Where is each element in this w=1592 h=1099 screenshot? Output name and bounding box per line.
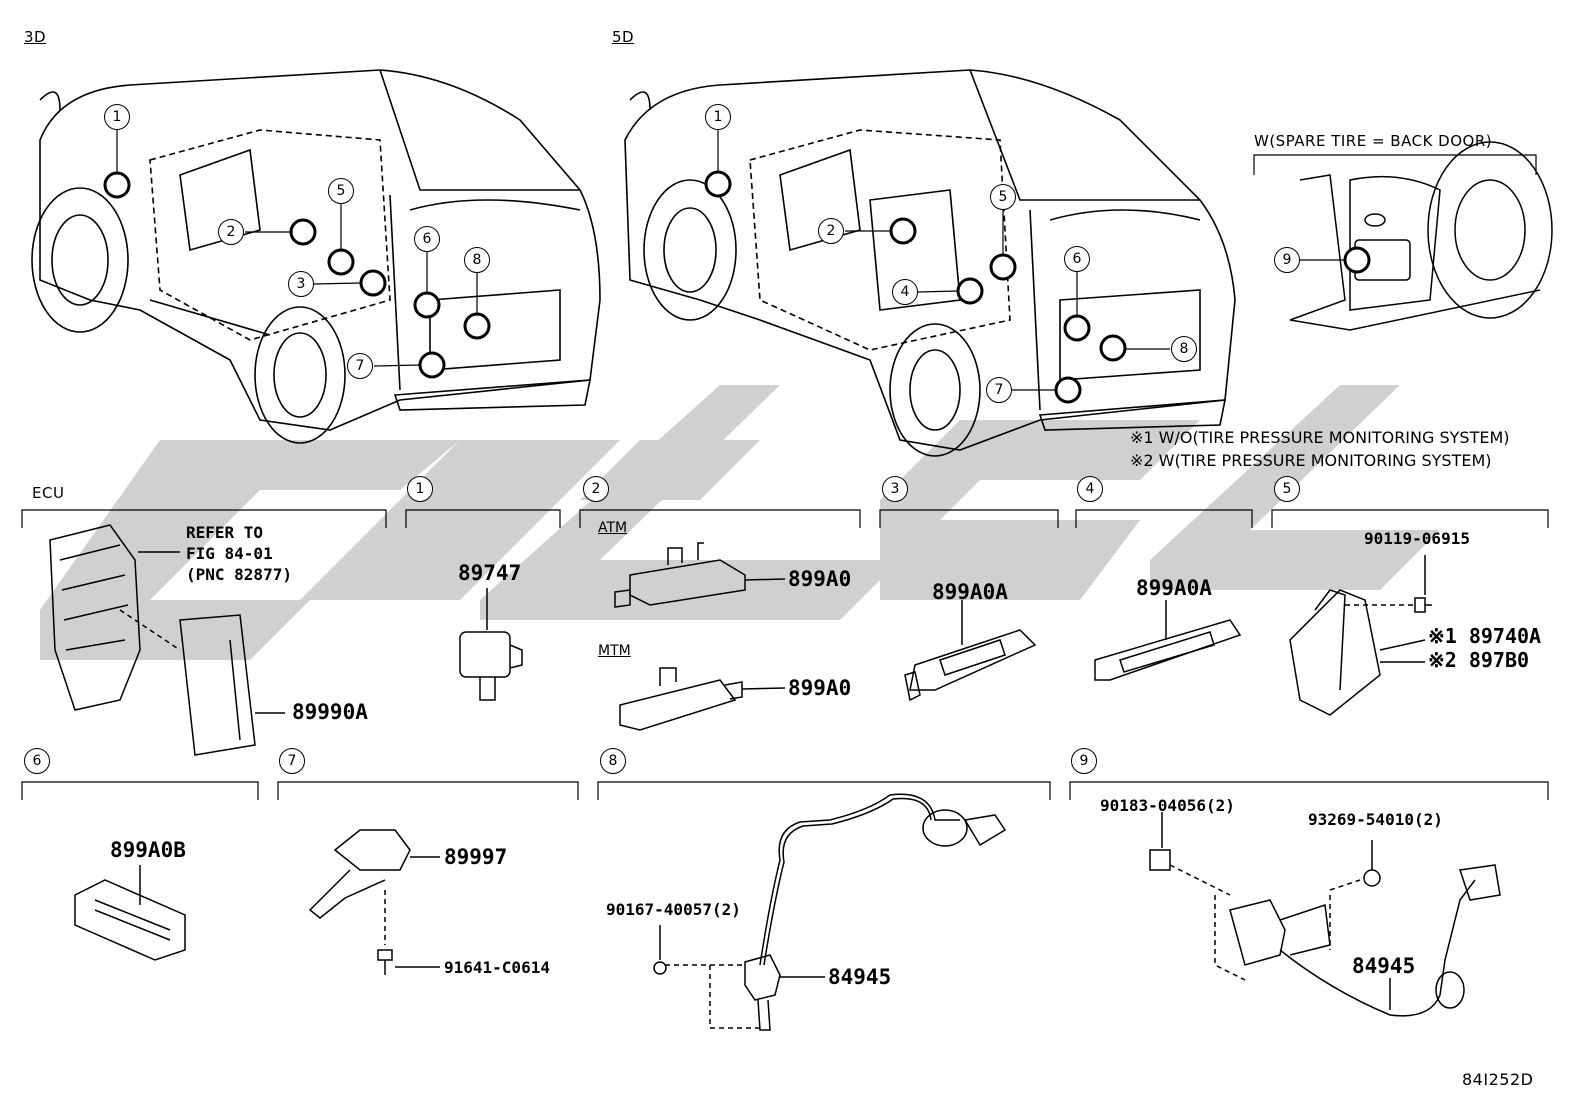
part-899a0-atm-label: 899A0 bbox=[788, 567, 852, 591]
section-3-number: 3 bbox=[882, 476, 908, 502]
ecu-header: ECU bbox=[32, 484, 65, 502]
callout-9-spare: 9 bbox=[1274, 247, 1300, 273]
location-markers bbox=[103, 170, 1371, 404]
ecu-bracket-drawing bbox=[49, 524, 285, 756]
callout-6-3d: 6 bbox=[414, 226, 440, 252]
part-89747-drawing bbox=[459, 588, 523, 701]
nut-90183-04056-label: 90183-04056(2) bbox=[1100, 796, 1235, 815]
note-1: ※1 W/O(TIRE PRESSURE MONITORING SYSTEM) bbox=[1130, 428, 1510, 447]
callout-8-5d: 8 bbox=[1171, 336, 1197, 362]
callout-leaders bbox=[116, 128, 1345, 391]
part-89740a-label: ※1 89740A bbox=[1428, 624, 1542, 648]
bolt-90119-06915-label: 90119-06915 bbox=[1364, 529, 1470, 548]
bolt-91641-c0614-label: 91641-C0614 bbox=[444, 958, 550, 977]
callout-4-5d: 4 bbox=[892, 279, 918, 305]
section-2-number: 2 bbox=[583, 476, 609, 502]
part-899a0a-4-label: 899A0A bbox=[1136, 576, 1212, 600]
section-1-number: 1 bbox=[407, 476, 433, 502]
callout-5-3d: 5 bbox=[328, 178, 354, 204]
callout-8-3d: 8 bbox=[464, 247, 490, 273]
clip-90167-40057-label: 90167-40057(2) bbox=[606, 900, 741, 919]
part-899a0-drawing bbox=[614, 542, 786, 731]
part-899a0a-3-label: 899A0A bbox=[932, 580, 1008, 604]
note-2: ※2 W(TIRE PRESSURE MONITORING SYSTEM) bbox=[1130, 451, 1492, 470]
section-9-number: 9 bbox=[1071, 748, 1097, 774]
callout-7-3d: 7 bbox=[347, 353, 373, 379]
ecu-refer-line-3: (PNC 82877) bbox=[186, 565, 292, 584]
spare-tire-view-drawing bbox=[1289, 141, 1553, 331]
callout-6-5d: 6 bbox=[1064, 246, 1090, 272]
watermark-logo bbox=[40, 385, 1440, 660]
part-899a0-mtm-label: 899A0 bbox=[788, 676, 852, 700]
part-84945-8-label: 84945 bbox=[828, 965, 892, 989]
ecu-refer-line-1: REFER TO bbox=[186, 523, 264, 542]
part-84945-harness-9-drawing bbox=[1149, 812, 1501, 1017]
view-label-5d: 5D bbox=[612, 28, 635, 46]
callout-3-3d: 3 bbox=[288, 271, 314, 297]
callout-2-3d: 2 bbox=[218, 219, 244, 245]
part-89997-label: 89997 bbox=[444, 845, 508, 869]
callout-1-3d: 1 bbox=[104, 104, 130, 130]
part-89747-label: 89747 bbox=[458, 561, 522, 585]
atm-tag: ATM bbox=[598, 520, 628, 536]
view-label-3d: 3D bbox=[24, 28, 47, 46]
vehicle-3d-drawing bbox=[31, 69, 601, 444]
figure-id: 84I252D bbox=[1462, 1070, 1534, 1089]
part-899a0a-drawing bbox=[904, 600, 1242, 702]
callout-7-5d: 7 bbox=[986, 377, 1012, 403]
section-6-number: 6 bbox=[24, 748, 50, 774]
section-4-number: 4 bbox=[1077, 476, 1103, 502]
part-84945-9-label: 84945 bbox=[1352, 954, 1416, 978]
part-89740a-drawing bbox=[1289, 555, 1432, 716]
part-84945-harness-8-drawing bbox=[653, 793, 1007, 1031]
callout-5-5d: 5 bbox=[990, 184, 1016, 210]
part-899a0b-label: 899A0B bbox=[110, 838, 186, 862]
bolt-93269-54010-label: 93269-54010(2) bbox=[1308, 810, 1443, 829]
part-89990a-label: 89990A bbox=[292, 700, 368, 724]
callout-2-5d: 2 bbox=[818, 218, 844, 244]
vehicle-5d-drawing bbox=[624, 69, 1236, 457]
part-89997-drawing bbox=[308, 829, 440, 975]
section-5-number: 5 bbox=[1274, 476, 1300, 502]
view-label-spare-tire: W(SPARE TIRE = BACK DOOR) bbox=[1254, 132, 1493, 150]
mtm-tag: MTM bbox=[598, 643, 631, 659]
part-899a0b-drawing bbox=[74, 865, 186, 961]
section-frames bbox=[21, 154, 1549, 800]
callout-1-5d: 1 bbox=[705, 104, 731, 130]
section-7-number: 7 bbox=[279, 748, 305, 774]
ecu-refer-line-2: FIG 84-01 bbox=[186, 544, 273, 563]
part-897b0-label: ※2 897B0 bbox=[1428, 648, 1530, 672]
section-8-number: 8 bbox=[600, 748, 626, 774]
